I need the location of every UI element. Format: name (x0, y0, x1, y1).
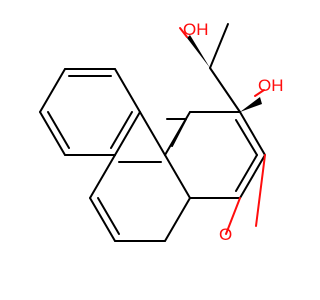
substituents (179, 27, 266, 235)
bond-to-hydroxyl-right (254, 89, 265, 97)
wedge-bond-oh (187, 35, 210, 68)
bond-to-hydroxyl (179, 27, 188, 38)
hydroxyl-top-label: OH (183, 20, 209, 39)
double-bond-inner (235, 154, 258, 192)
bond (39, 111, 66, 156)
ring-d (209, 23, 241, 113)
bond (114, 111, 141, 156)
bond (164, 197, 191, 242)
bond (89, 197, 116, 242)
double-bond-inner (171, 118, 187, 147)
epoxide-bond (225, 197, 241, 235)
bond (39, 68, 66, 113)
bond (209, 23, 229, 69)
molecule-diagram: OH OH O (39, 20, 284, 244)
double-bond-inner (47, 111, 70, 149)
bond (164, 154, 191, 199)
bond (209, 67, 241, 113)
double-bond-inner (110, 111, 133, 149)
bond (139, 111, 166, 156)
bond (239, 154, 266, 199)
epoxide-bond (255, 154, 266, 227)
hydroxyl-right-label: OH (258, 76, 284, 95)
bond (114, 68, 141, 113)
structure-canvas: OH OH O (39, 20, 284, 244)
ring-a (39, 68, 141, 156)
double-bond-inner (235, 119, 258, 156)
bond (239, 111, 266, 156)
bond (89, 154, 116, 199)
epoxide-oxygen-label: O (219, 225, 232, 244)
ring-b (89, 154, 191, 242)
ring-c (139, 111, 266, 199)
wedge-bond-oh-right (240, 97, 262, 112)
double-bond-inner (97, 197, 120, 235)
